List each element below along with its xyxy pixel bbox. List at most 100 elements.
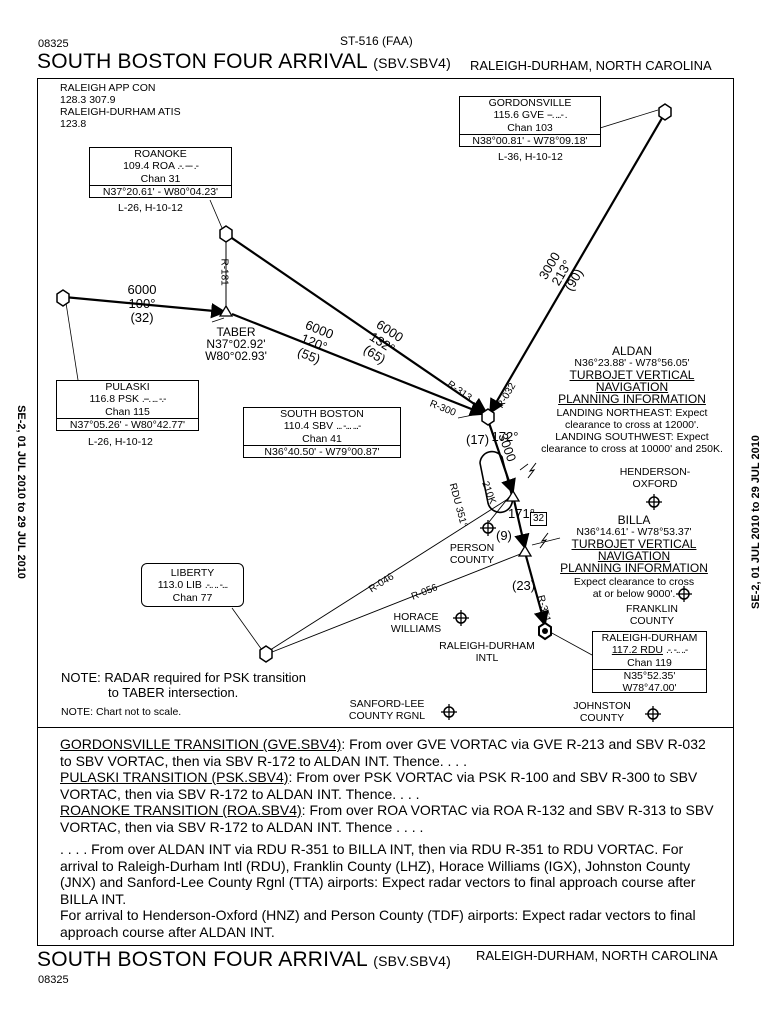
navaid-freq: 117.2 RDU .-. -.. ..-	[611, 644, 688, 656]
route-sbv-aldan-data: 172°	[491, 429, 519, 444]
chart-code: ST-516 (FAA)	[340, 34, 413, 48]
leader-gve	[599, 109, 659, 129]
footer-title-text: SOUTH BOSTON FOUR ARRIVAL	[37, 948, 368, 971]
navaid-chan: Chan 103	[507, 122, 553, 134]
navaid-box-liberty: LIBERTY 113.0 LIB .-.. .. -... Chan 77	[141, 563, 244, 607]
route-sbv-aldan	[486, 419, 516, 495]
route-taber-sbv	[231, 312, 486, 417]
vortac-lib-symbol	[259, 645, 273, 663]
narrative-main: . . . . From over ALDAN INT via RDU R-35…	[60, 841, 696, 907]
navaid-box-gordonsville: GORDONSVILLE 115.6 GVE --. ...- . Chan 1…	[459, 96, 601, 147]
fix-taber-label: TABER N37°02.92' W80°02.93'	[205, 325, 267, 363]
navaid-chan: Chan 119	[627, 657, 672, 669]
airport-person-symbol	[480, 520, 496, 536]
narrative-psk: PULASKI TRANSITION (PSK.SBV4): From over…	[60, 769, 698, 802]
navaid-box-south-boston: SOUTH BOSTON 110.4 SBV ... -... ...- Cha…	[243, 407, 401, 458]
footer-title-code: (SBV.SBV4)	[373, 953, 451, 969]
leader-roa	[209, 199, 223, 229]
title-text: SOUTH BOSTON FOUR ARRIVAL	[37, 50, 368, 73]
route-aldan-billa	[512, 499, 530, 550]
fix-taber-symbol	[218, 304, 234, 317]
airport-horace-symbol	[453, 610, 469, 626]
route-aldan-billa-dist: (9)	[496, 528, 512, 543]
route-gve-sbv	[489, 112, 666, 415]
footer-location: RALEIGH-DURHAM, NORTH CAROLINA	[476, 948, 718, 963]
route-psk-taber	[63, 295, 227, 319]
fix-aldan-coord: N36°23.88' - W78°56.05'	[574, 357, 690, 369]
plan-narrative-divider	[37, 727, 734, 728]
navaid-coord-lon: W78°47.00'	[622, 682, 677, 694]
title-code: (SBV.SBV4)	[373, 55, 451, 71]
navaid-charts-roanoke: L-26, H-10-12	[118, 202, 183, 214]
narrative-gve: GORDONSVILLE TRANSITION (GVE.SBV4): From…	[60, 736, 706, 769]
route-billa-rdu-dist: (23)	[512, 578, 536, 593]
narrative-roa: ROANOKE TRANSITION (ROA.SBV4): From over…	[60, 802, 714, 835]
dme-mark-billa	[539, 532, 549, 549]
navaid-freq: 109.4 ROA .-. --- .-	[123, 160, 199, 172]
chart-id-top: 08325	[38, 38, 69, 50]
leader-sbv	[457, 412, 484, 419]
holding-pattern	[479, 450, 514, 514]
dme-32-box: 32	[530, 512, 548, 526]
airport-henderson-symbol	[646, 494, 662, 510]
airport-johnston-symbol	[645, 706, 661, 722]
fix-aldan-symbol	[505, 489, 521, 502]
fix-aldan-name: ALDAN	[611, 344, 652, 358]
fix-billa-symbol	[517, 544, 533, 557]
navaid-coord: N37°05.26' - W80°42.77'	[57, 418, 198, 431]
airport-sanford-symbol	[441, 704, 457, 720]
location-top: RALEIGH-DURHAM, NORTH CAROLINA	[470, 58, 712, 73]
navaid-chan: Chan 77	[172, 592, 213, 604]
footer-id: 08325	[38, 974, 69, 986]
narrative-hnz: For arrival to Henderson-Oxford (HNZ) an…	[60, 907, 696, 940]
radial-lib-billa	[266, 552, 524, 655]
page-title: SOUTH BOSTON FOUR ARRIVAL (SBV.SBV4)	[37, 50, 451, 74]
leader-billa-note	[531, 537, 561, 546]
morse-code: --. ...- .	[547, 110, 567, 121]
navaid-freq: 113.0 LIB .-.. .. -...	[157, 579, 229, 591]
vortac-roa-symbol	[219, 225, 233, 243]
route-billa-rdu	[524, 555, 549, 627]
fix-billa-coord: N36°14.61' - W78°53.37'	[576, 526, 692, 538]
navaid-charts-pulaski: L-26, H-10-12	[88, 436, 153, 448]
leader-rdu	[549, 631, 593, 656]
morse-code: ... -... ...-	[336, 421, 361, 432]
route-sbv-aldan-dist: (17)	[466, 432, 490, 447]
note-radar-1: NOTE: RADAR required for PSK transition	[61, 670, 306, 685]
airport-henderson-label: HENDERSON-OXFORD	[619, 466, 691, 490]
navaid-name: LIBERTY	[170, 567, 215, 579]
navaid-coord: N36°40.50' - W79°00.87'	[244, 445, 400, 458]
navaid-coord: N37°20.61' - W80°04.23'	[90, 185, 231, 198]
navaid-chan: Chan 31	[140, 173, 181, 185]
fix-aldan-info: ALDAN N36°23.88' - W78°56.05' TURBOJET V…	[538, 345, 726, 455]
fix-billa-info: BILLA N36°14.61' - W78°53.37' TURBOJET V…	[548, 514, 720, 600]
leader-psk	[65, 302, 79, 381]
navaid-coord-lat: N35°52.35'	[593, 669, 706, 682]
comms-atis-freq: 123.8	[60, 118, 87, 130]
navaid-coord: N38°00.81' - W78°09.18'	[460, 134, 600, 147]
navaid-chan: Chan 115	[105, 406, 150, 418]
comms-app-con: RALEIGH APP CON	[60, 82, 156, 94]
morse-code: .-.. .. -...	[204, 580, 228, 591]
leader-taber	[211, 317, 225, 323]
navaid-chan: Chan 41	[302, 433, 342, 445]
chart-frame	[37, 78, 734, 946]
narrative-text: GORDONSVILLE TRANSITION (GVE.SBV4): From…	[60, 736, 720, 940]
comms-app-freq: 128.3 307.9	[60, 94, 116, 106]
comms-atis: RALEIGH-DURHAM ATIS	[60, 106, 181, 118]
navaid-freq: 116.8 PSK .--. ... -.-	[89, 393, 167, 405]
navaid-freq: 115.6 GVE --. ...- .	[493, 109, 568, 121]
navaid-box-pulaski: PULASKI 116.8 PSK .--. ... -.- Chan 115 …	[56, 380, 199, 431]
airport-franklin-symbol	[676, 586, 692, 602]
vortac-psk-symbol	[56, 289, 70, 307]
footer-title: SOUTH BOSTON FOUR ARRIVAL (SBV.SBV4)	[37, 948, 451, 972]
navaid-name: SOUTH BOSTON	[280, 408, 364, 420]
radial-r181: R-181	[218, 258, 230, 286]
leader-lib	[231, 607, 263, 651]
navaid-freq: 110.4 SBV ... -... ...-	[283, 420, 362, 432]
